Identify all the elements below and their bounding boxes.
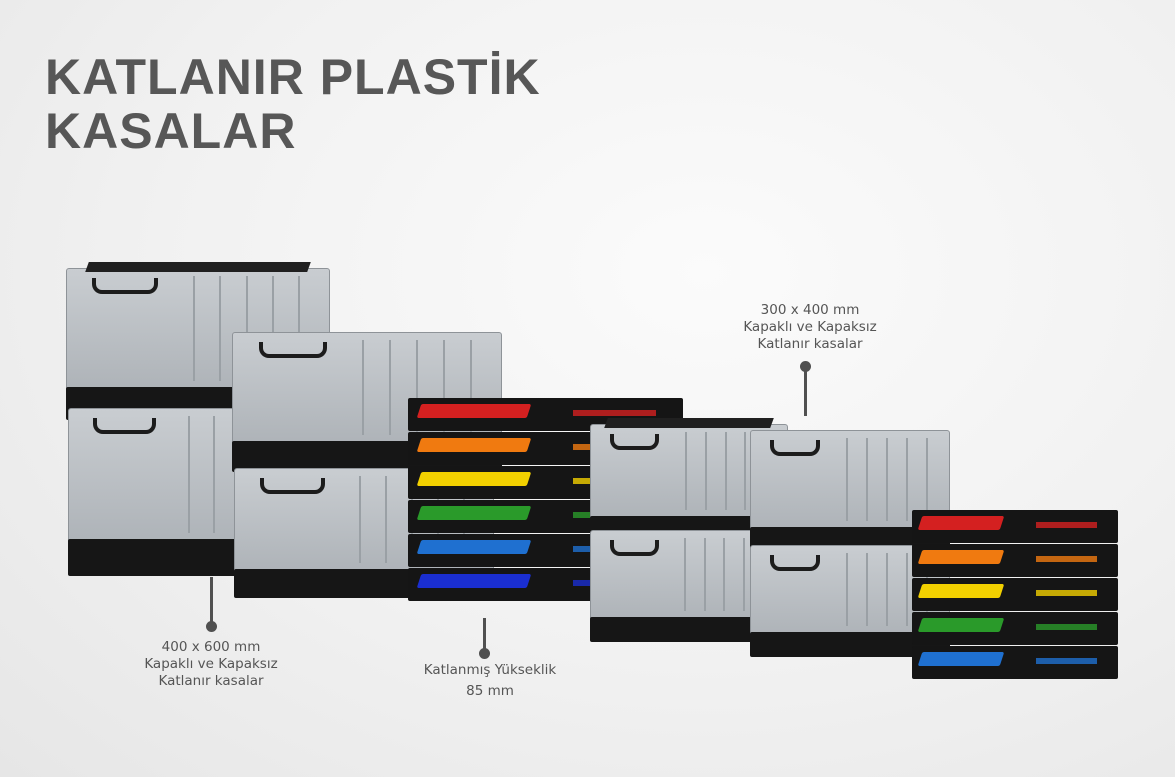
pointer-line (210, 577, 213, 625)
color-strip (1035, 522, 1098, 528)
title-line-1: KATLANIR PLASTİK (45, 49, 541, 105)
color-strip (917, 584, 1005, 598)
rib (926, 438, 928, 521)
color-strip (1035, 590, 1098, 596)
handle (609, 434, 660, 450)
rib (744, 432, 747, 510)
rib (886, 553, 888, 626)
handle (770, 440, 820, 456)
annotation-300x400: 300 x 400 mm Kapaklı ve Kapaksız Katlanı… (710, 302, 910, 353)
color-strip (416, 438, 532, 452)
rib (684, 538, 687, 611)
folded-crate (912, 646, 1118, 679)
handle (260, 478, 325, 494)
folded-crate (912, 578, 1118, 611)
rib (704, 432, 707, 510)
crate-lid (85, 262, 311, 272)
title-line-2: KASALAR (45, 103, 297, 159)
color-strip (1035, 624, 1098, 630)
rib (886, 438, 888, 521)
crate-lid (604, 418, 774, 428)
rib (213, 416, 215, 533)
annotation-type: Kapaklı ve Kapaksız (144, 656, 278, 672)
color-strip (416, 574, 532, 588)
pointer-line (804, 366, 807, 416)
rib (846, 438, 848, 521)
rib (188, 416, 190, 533)
color-strip (573, 410, 656, 416)
rib (442, 340, 445, 435)
color-strip (917, 516, 1005, 530)
rib (906, 553, 908, 626)
pointer-line (483, 618, 486, 652)
handle (770, 555, 820, 571)
color-strip (416, 540, 532, 554)
rib (724, 432, 727, 510)
annotation-type: Kapaklı ve Kapaksız (743, 319, 877, 335)
color-strip (416, 506, 532, 520)
annotation-desc: Katlanır kasalar (158, 673, 264, 689)
folded-crate (912, 612, 1118, 645)
annotation-size: 300 x 400 mm (760, 302, 860, 318)
rib (723, 538, 726, 611)
handle (92, 278, 159, 294)
rib (358, 476, 361, 563)
rib (685, 432, 688, 510)
color-strip (917, 550, 1005, 564)
handle (609, 540, 659, 556)
pointer-dot (479, 648, 490, 659)
folded-crate-stack (912, 500, 1118, 680)
annotation-value: 85 mm (466, 683, 514, 699)
rib (469, 340, 472, 435)
rib (415, 340, 418, 435)
rib (384, 476, 387, 563)
annotation-label: Katlanmış Yükseklik (423, 662, 557, 678)
annotation-desc: Katlanır kasalar (757, 336, 863, 352)
rib (271, 276, 274, 381)
annotation-folded-height: Katlanmış Yükseklik 85 mm (390, 660, 590, 702)
rib (245, 276, 248, 381)
color-strip (416, 404, 532, 418)
rib (388, 340, 391, 435)
rib (906, 438, 908, 521)
color-strip (917, 652, 1005, 666)
rib (192, 276, 195, 381)
rib (219, 276, 222, 381)
handle (93, 418, 156, 434)
folded-crate (912, 510, 1118, 543)
pointer-dot (206, 621, 217, 632)
annotation-size: 400 x 600 mm (161, 639, 261, 655)
color-strip (917, 618, 1005, 632)
rib (361, 340, 364, 435)
handle (259, 342, 327, 358)
rib (742, 538, 745, 611)
annotation-400x600: 400 x 600 mm Kapaklı ve Kapaksız Katlanı… (111, 639, 311, 690)
rib (703, 538, 706, 611)
color-strip (1035, 658, 1098, 664)
rib (846, 553, 848, 626)
color-strip (416, 472, 532, 486)
rib (866, 553, 868, 626)
folded-crate (912, 544, 1118, 577)
rib (298, 276, 301, 381)
color-strip (1035, 556, 1098, 562)
page-title: KATLANIR PLASTİK KASALAR (45, 50, 541, 158)
rib (866, 438, 868, 521)
